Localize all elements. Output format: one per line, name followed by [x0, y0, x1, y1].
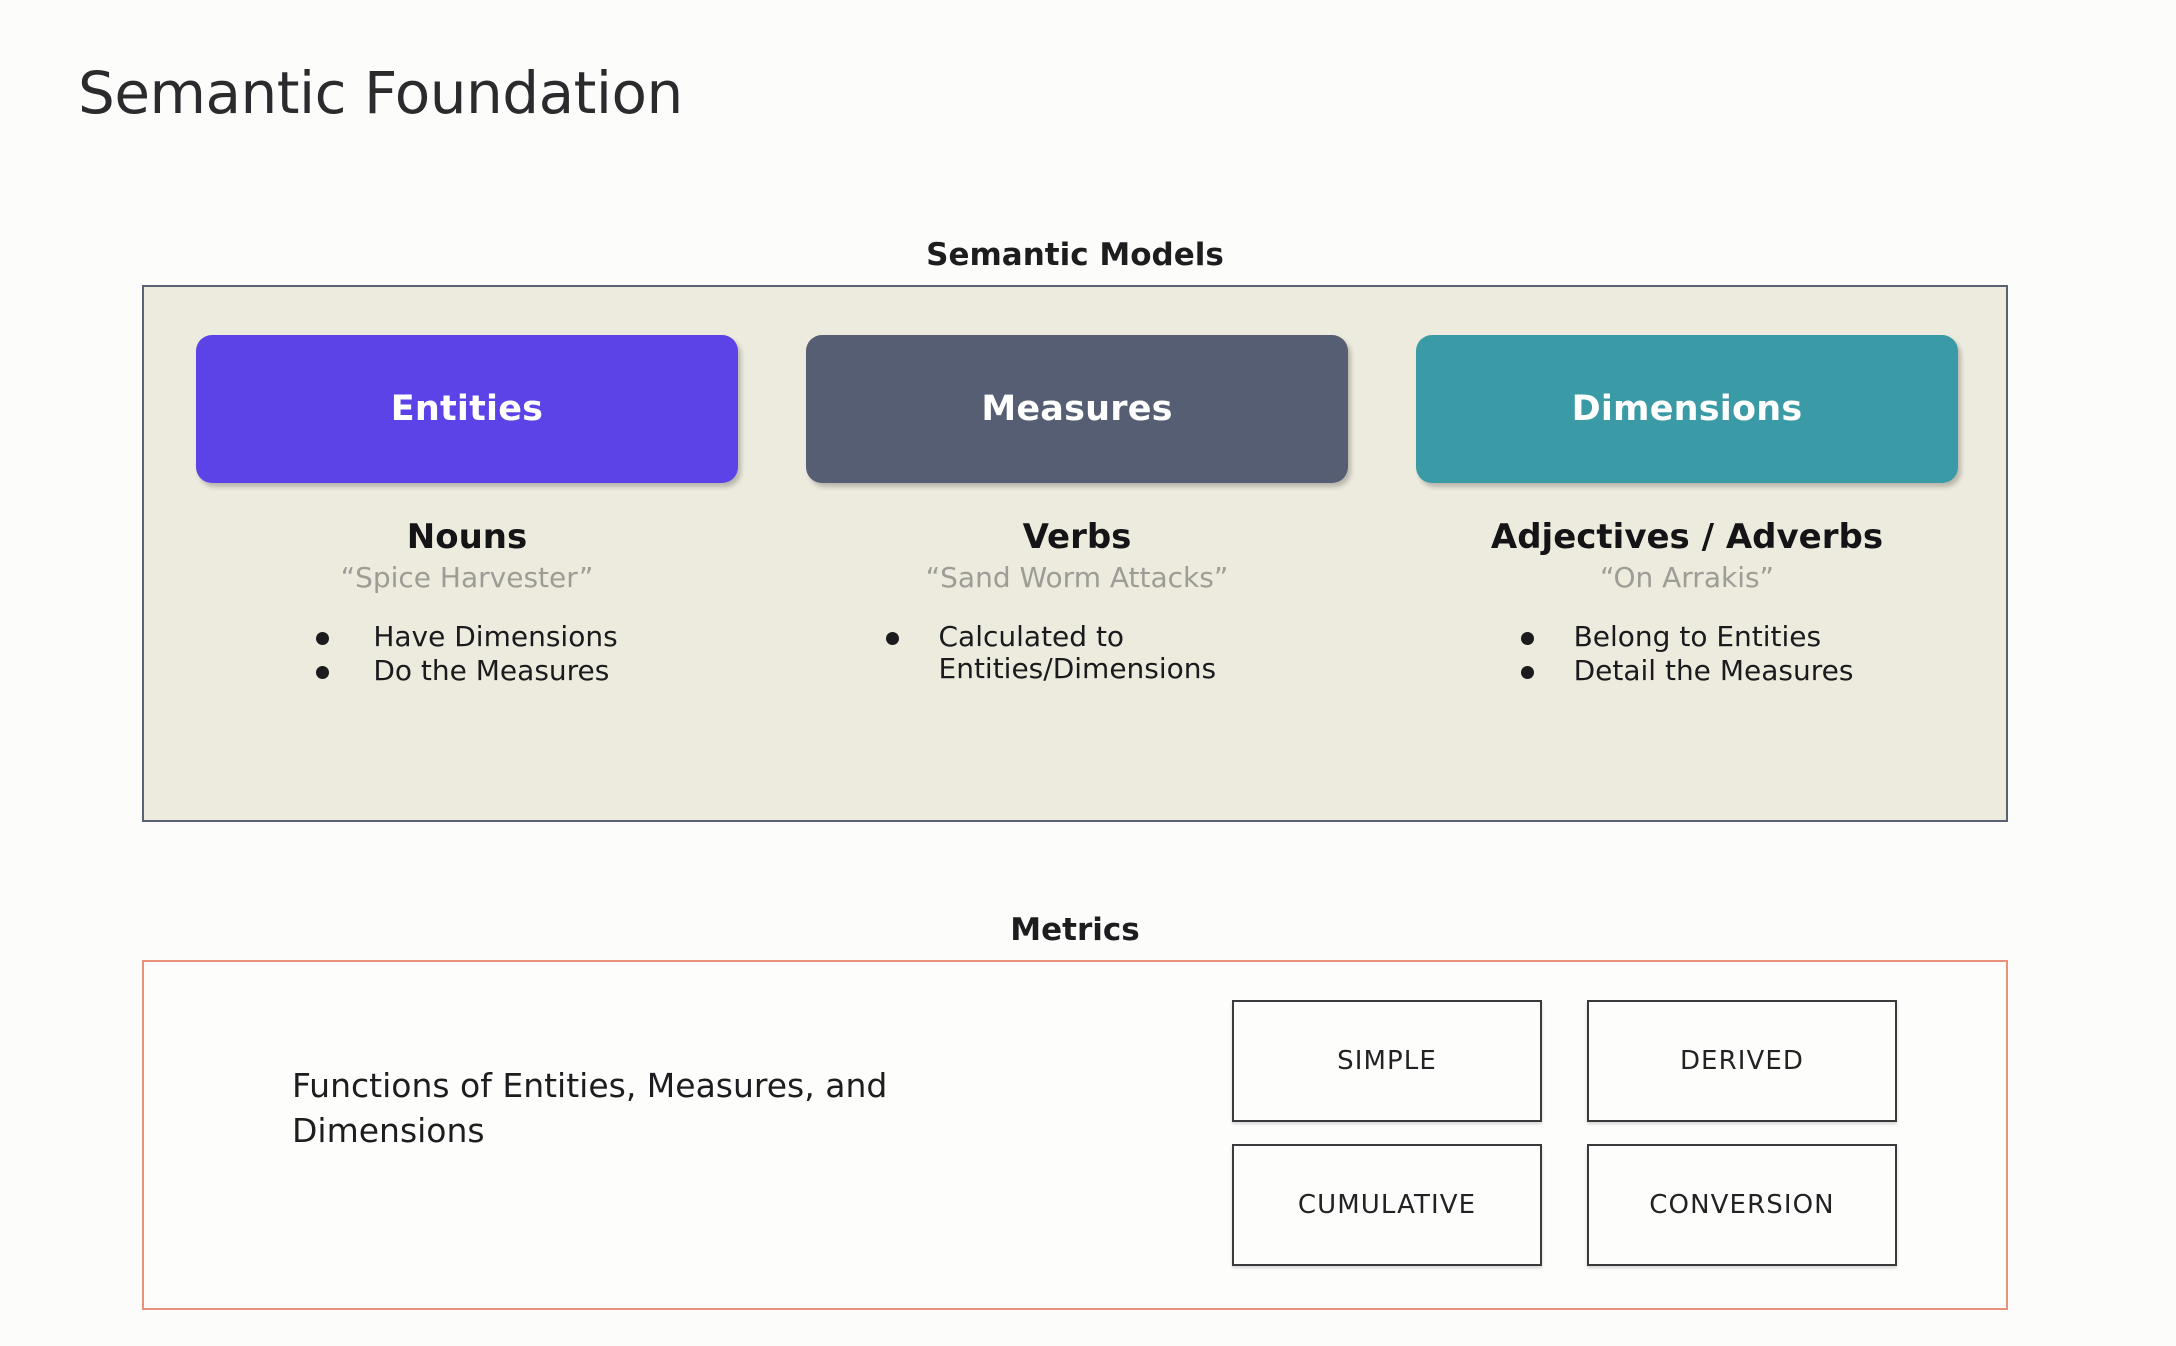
- semantic-column-dimensions: Dimensions Adjectives / Adverbs “On Arra…: [1376, 287, 1966, 820]
- measures-bullet-list: Calculated to Entities/Dimensions: [885, 619, 1269, 688]
- bullet-dot-icon: [316, 666, 330, 680]
- dimensions-bullet-list: Belong to Entities Detail the Measures: [1520, 619, 1854, 690]
- entities-bullet-text: Have Dimensions: [373, 619, 618, 653]
- bullet-dot-icon: [1520, 666, 1534, 680]
- list-item: Have Dimensions: [316, 619, 618, 653]
- semantic-models-panel: Entities Nouns “Spice Harvester” Have Di…: [142, 285, 2008, 822]
- semantic-models-heading: Semantic Models: [926, 237, 1224, 273]
- dimensions-bullet-text: Detail the Measures: [1573, 654, 1854, 688]
- bullet-dot-icon: [885, 631, 899, 645]
- dimensions-example: “On Arrakis”: [1599, 561, 1775, 595]
- bullet-dot-icon: [316, 631, 330, 645]
- entities-bullet-list: Have Dimensions Do the Measures: [316, 619, 618, 690]
- metrics-description: Functions of Entities, Measures, and Dim…: [292, 1066, 888, 1150]
- semantic-column-entities: Entities Nouns “Spice Harvester” Have Di…: [184, 287, 778, 820]
- metric-box-simple[interactable]: SIMPLE: [1232, 1000, 1542, 1122]
- measures-pill[interactable]: Measures: [806, 335, 1348, 483]
- semantic-models-columns: Entities Nouns “Spice Harvester” Have Di…: [144, 287, 2006, 820]
- entities-example: “Spice Harvester”: [340, 561, 594, 595]
- list-item: Do the Measures: [316, 654, 617, 688]
- dimensions-part-of-speech: Adjectives / Adverbs: [1490, 517, 1884, 557]
- entities-part-of-speech: Nouns: [406, 517, 528, 557]
- dimensions-pill[interactable]: Dimensions: [1416, 335, 1958, 483]
- list-item: Belong to Entities: [1520, 619, 1854, 653]
- entities-bullet-text: Do the Measures: [373, 654, 610, 688]
- measures-part-of-speech: Verbs: [1022, 517, 1132, 557]
- metric-box-conversion[interactable]: CONVERSION: [1587, 1144, 1897, 1266]
- entities-pill[interactable]: Entities: [196, 335, 738, 483]
- metrics-heading: Metrics: [1010, 912, 1140, 948]
- metric-box-derived[interactable]: DERIVED: [1587, 1000, 1897, 1122]
- metrics-type-grid: SIMPLE DERIVED CUMULATIVE CONVERSION: [1232, 1000, 1897, 1266]
- measures-bullet-text: Calculated to Entities/Dimensions: [938, 619, 1217, 686]
- semantic-column-measures: Measures Verbs “Sand Worm Attacks” Calcu…: [778, 287, 1376, 820]
- metrics-panel: Functions of Entities, Measures, and Dim…: [142, 960, 2008, 1310]
- dimensions-bullet-text: Belong to Entities: [1573, 619, 1822, 653]
- metric-box-cumulative[interactable]: CUMULATIVE: [1232, 1144, 1542, 1266]
- list-item: Detail the Measures: [1520, 654, 1854, 688]
- page-title: Semantic Foundation: [78, 59, 683, 127]
- measures-example: “Sand Worm Attacks”: [925, 561, 1229, 595]
- list-item: Calculated to Entities/Dimensions: [885, 619, 1269, 686]
- bullet-dot-icon: [1520, 631, 1534, 645]
